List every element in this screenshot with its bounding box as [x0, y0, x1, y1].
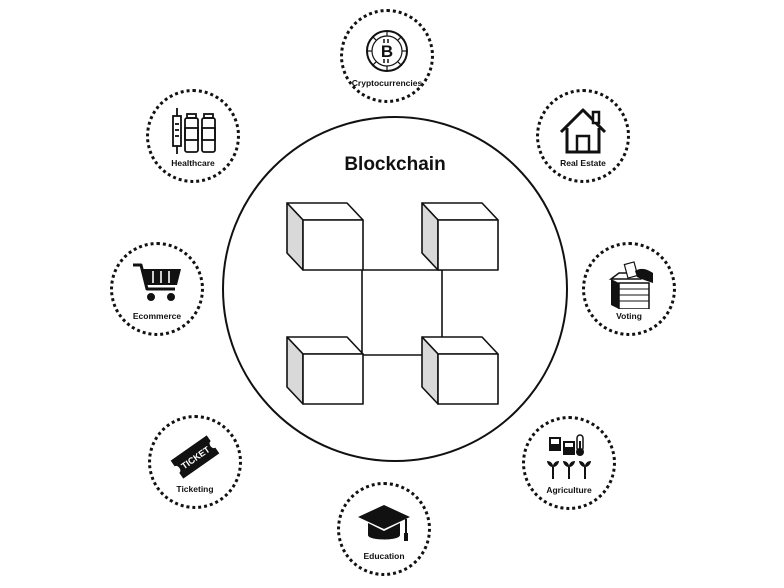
node-label: Cryptocurrencies	[351, 78, 423, 88]
node-agriculture: Agriculture	[522, 416, 616, 510]
ballot-box-icon	[608, 261, 653, 309]
blockchain-circle	[222, 116, 568, 462]
graduation-cap-icon	[358, 505, 410, 541]
ticket-icon: TICKET	[170, 435, 220, 479]
house-icon	[559, 108, 607, 154]
node-education: Education	[337, 482, 431, 576]
node-ecommerce: Ecommerce	[110, 242, 204, 336]
svg-text:B: B	[381, 42, 393, 61]
node-cryptocurrencies: B Cryptocurrencies	[340, 9, 434, 103]
shopping-cart-icon	[133, 263, 181, 301]
node-label: Ticketing	[176, 484, 214, 494]
node-label: Agriculture	[546, 485, 592, 495]
node-label: Healthcare	[171, 158, 215, 168]
node-ticketing: TICKET Ticketing	[148, 415, 242, 509]
agriculture-icon	[547, 434, 591, 479]
node-label: Real Estate	[560, 158, 606, 168]
node-voting: Voting	[582, 242, 676, 336]
node-label: Ecommerce	[132, 311, 182, 321]
node-label: Voting	[616, 311, 642, 321]
node-healthcare: Healthcare	[146, 89, 240, 183]
node-label: Education	[363, 551, 405, 561]
diagram-title: Blockchain	[344, 154, 446, 175]
node-real-estate: Real Estate	[536, 89, 630, 183]
bitcoin-coin-icon: B	[366, 30, 408, 72]
medical-vials-icon	[172, 108, 216, 154]
